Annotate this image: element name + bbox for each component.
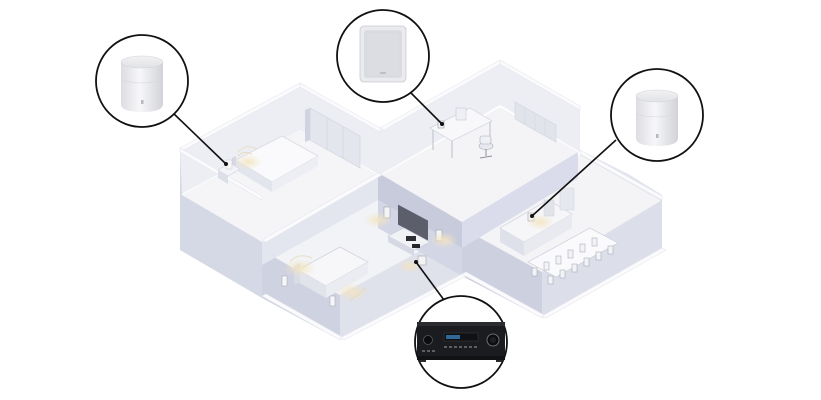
left-outer-wall: [180, 150, 262, 298]
leader-office: [409, 91, 443, 125]
living-rear-speaker-right: [329, 295, 336, 307]
living-furniture: [281, 204, 458, 307]
leader-bedroom: [171, 111, 227, 165]
dining-chairs: [531, 237, 614, 285]
callout-av-receiver[interactable]: [414, 295, 508, 389]
callout-dining-speaker[interactable]: [610, 68, 704, 162]
dining-front-wall: [462, 228, 542, 318]
office-chair: [478, 135, 494, 159]
speaker-icon: [120, 55, 164, 112]
speaker-icon: [635, 89, 679, 146]
monitor: [455, 107, 467, 121]
wall-speaker-icon: [359, 25, 407, 83]
bedroom-furniture: [217, 107, 361, 192]
callout-leaders: [171, 91, 617, 301]
partition-office-dining: [462, 152, 578, 248]
callout-office-speaker[interactable]: [336, 9, 430, 103]
partition-bedroom-living: [262, 175, 378, 265]
tv-screen: [398, 204, 428, 241]
office-back-wall: [380, 62, 580, 175]
av-receiver-icon: [417, 322, 505, 362]
office-floor: [382, 107, 578, 222]
office-furniture: [429, 101, 557, 159]
leader-living: [415, 261, 445, 301]
living-front-wall: [262, 250, 340, 340]
receiver-small: [412, 244, 420, 248]
dining-right-wall: [542, 200, 662, 318]
subwoofer: [417, 255, 427, 266]
callout-bedroom-speaker[interactable]: [95, 34, 189, 128]
dining-furniture: [499, 187, 619, 285]
leader-dots: [224, 122, 534, 264]
wall-top-caps: [179, 59, 667, 341]
living-rear-speaker-left: [281, 275, 288, 287]
leader-dining: [531, 139, 617, 217]
kitchen-cabinet: [559, 187, 575, 211]
building: [179, 59, 667, 341]
center-speaker: [406, 236, 416, 241]
